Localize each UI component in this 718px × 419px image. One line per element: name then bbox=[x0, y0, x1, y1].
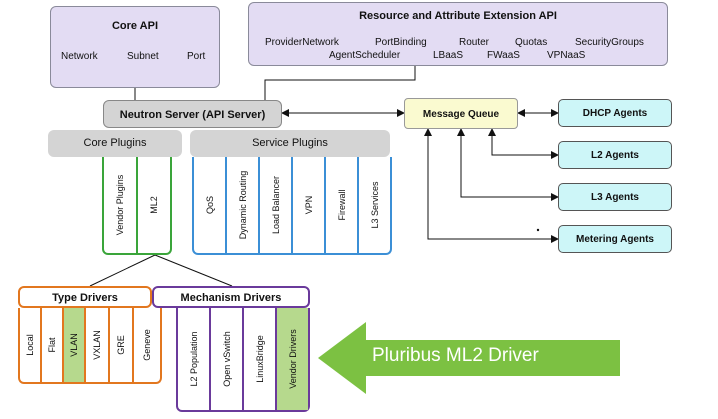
extension-api-box: Resource and Attribute Extension API Pro… bbox=[248, 2, 668, 66]
gre-label: GRE bbox=[116, 335, 126, 355]
core-api-box: Core API Network Subnet Port bbox=[50, 6, 220, 88]
l3-agents: L3 Agents bbox=[558, 183, 672, 211]
pluribus-arrow bbox=[318, 322, 620, 394]
ext-fwaas: FWaaS bbox=[487, 50, 520, 61]
local-col: Local bbox=[20, 308, 42, 382]
linuxbridge-label: LinuxBridge bbox=[254, 335, 265, 383]
linuxbridge-col: LinuxBridge bbox=[244, 308, 277, 410]
ext-router: Router bbox=[459, 37, 490, 48]
ml2-col: ML2 bbox=[138, 157, 170, 253]
vendor-plugins-label: Vendor Plugins bbox=[115, 174, 125, 236]
core-api-subnet: Subnet bbox=[127, 51, 159, 62]
vlan-label: VLAN bbox=[69, 333, 79, 357]
geneve-label: Geneve bbox=[142, 329, 152, 361]
dynamic-routing-col: Dynamic Routing bbox=[227, 157, 260, 253]
core-plugins-header: Core Plugins bbox=[48, 130, 182, 157]
ext-provider-network: ProviderNetwork bbox=[265, 37, 339, 48]
vendor-drivers-col: Vendor Drivers bbox=[277, 308, 308, 410]
dhcp-agents: DHCP Agents bbox=[558, 99, 672, 127]
qos-label: QoS bbox=[204, 195, 215, 215]
metering-agents: Metering Agents bbox=[558, 225, 672, 253]
l2-population-label: L2 Population bbox=[188, 331, 199, 387]
extension-api-link bbox=[264, 66, 416, 100]
flat-col: Flat bbox=[42, 308, 64, 382]
ext-quotas: Quotas bbox=[515, 37, 548, 48]
mechanism-drivers-header: Mechanism Drivers bbox=[152, 286, 310, 308]
mq-l3-link bbox=[457, 128, 559, 201]
ext-lbaas: LBaaS bbox=[433, 50, 464, 61]
vendor-plugins-col: Vendor Plugins bbox=[104, 157, 138, 253]
ext-vpnaas: VPNaaS bbox=[547, 50, 586, 61]
l2-agents: L2 Agents bbox=[558, 141, 672, 169]
extension-api-title: Resource and Attribute Extension API bbox=[359, 10, 557, 22]
ext-security-groups: SecurityGroups bbox=[575, 37, 644, 48]
gre-col: GRE bbox=[110, 308, 134, 382]
open-vswitch-label: Open vSwitch bbox=[221, 331, 232, 387]
firewall-label: Firewall bbox=[336, 189, 347, 221]
pluribus-arrow-shape bbox=[318, 322, 620, 394]
ml2-type-link bbox=[89, 254, 156, 287]
l3-services-col: L3 Services bbox=[359, 157, 390, 253]
message-queue: Message Queue bbox=[404, 98, 518, 129]
ext-agent-scheduler: AgentScheduler bbox=[329, 50, 401, 61]
ml2-mech-link bbox=[154, 254, 233, 287]
flat-label: Flat bbox=[47, 337, 57, 353]
neutron-server: Neutron Server (API Server) bbox=[103, 100, 282, 128]
core-plugins-box: Vendor Plugins ML2 bbox=[102, 157, 172, 255]
type-drivers-header: Type Drivers bbox=[18, 286, 152, 308]
pluribus-arrow-label: Pluribus ML2 Driver bbox=[372, 345, 539, 366]
vlan-col: VLAN bbox=[64, 308, 86, 382]
local-label: Local bbox=[25, 334, 35, 356]
load-balancer-col: Load Balancer bbox=[260, 157, 293, 253]
l2-population-col: L2 Population bbox=[178, 308, 211, 410]
firewall-col: Firewall bbox=[326, 157, 359, 253]
open-vswitch-col: Open vSwitch bbox=[211, 308, 244, 410]
mq-l2-link bbox=[488, 128, 559, 159]
service-plugins-box: QoS Dynamic Routing Load Balancer VPN Fi… bbox=[192, 157, 392, 255]
core-api-port: Port bbox=[187, 51, 206, 62]
l3-services-label: L3 Services bbox=[369, 181, 380, 229]
qos-col: QoS bbox=[194, 157, 227, 253]
vpn-label: VPN bbox=[303, 195, 314, 215]
dynamic-routing-label: Dynamic Routing bbox=[237, 170, 248, 240]
geneve-col: Geneve bbox=[134, 308, 160, 382]
type-drivers-box: Local Flat VLAN VXLAN GRE Geneve bbox=[18, 308, 162, 384]
vxlan-col: VXLAN bbox=[86, 308, 110, 382]
mechanism-drivers-box: L2 Population Open vSwitch LinuxBridge V… bbox=[176, 308, 310, 412]
load-balancer-label: Load Balancer bbox=[270, 175, 281, 235]
vendor-drivers-label: Vendor Drivers bbox=[287, 329, 298, 389]
mq-metering-link bbox=[424, 128, 559, 243]
service-plugins-header: Service Plugins bbox=[190, 130, 390, 157]
vpn-col: VPN bbox=[293, 157, 326, 253]
core-api-network: Network bbox=[61, 51, 98, 62]
dot bbox=[536, 228, 540, 232]
ext-port-binding: PortBinding bbox=[375, 37, 427, 48]
ml2-label: ML2 bbox=[149, 196, 159, 214]
vxlan-label: VXLAN bbox=[92, 330, 102, 360]
core-api-title: Core API bbox=[111, 20, 159, 32]
